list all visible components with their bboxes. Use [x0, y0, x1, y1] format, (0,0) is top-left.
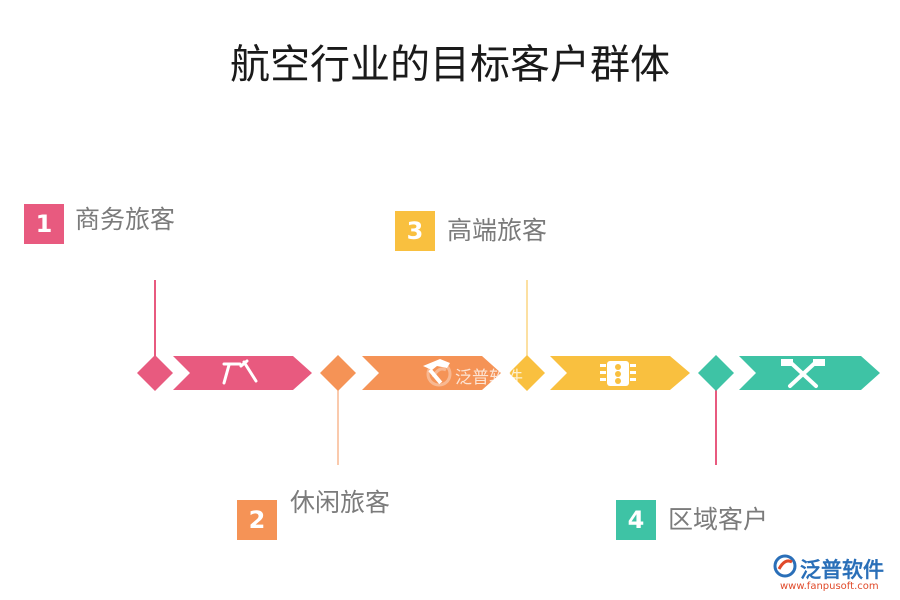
- tools-icon: [222, 359, 258, 385]
- chevron-arrow-1: [173, 356, 312, 390]
- label-1: 商务旅客: [75, 205, 176, 234]
- brand-logo-icon: [772, 553, 798, 583]
- label-2: 休闲旅客: [290, 488, 391, 517]
- diamond-marker-1: [137, 355, 173, 391]
- watermark-icon: [426, 361, 452, 387]
- diamond-marker-2: [320, 355, 356, 391]
- badge-2: 2: [237, 500, 277, 540]
- badge-1: 1: [24, 204, 64, 244]
- label-4: 区域客户: [668, 505, 769, 534]
- watermark-logo: [425, 360, 453, 392]
- badge-3: 3: [395, 211, 435, 251]
- page-title: 航空行业的目标客户群体: [230, 42, 670, 88]
- diamond-marker-4: [698, 355, 734, 391]
- diamond-marker-3: [509, 355, 545, 391]
- traffic-light-icon: [600, 361, 636, 386]
- hammer-icon: [423, 359, 450, 385]
- watermark-text: 泛普软件: [455, 368, 523, 388]
- brand-logo-url: www.fanpusoft.com: [780, 581, 879, 592]
- badge-4: 4: [616, 500, 656, 540]
- brand-logo-text: 泛普软件: [800, 558, 884, 582]
- label-3: 高端旅客: [447, 216, 548, 245]
- crossed-hammers-icon: [781, 359, 825, 388]
- chevron-arrow-4: [739, 356, 880, 390]
